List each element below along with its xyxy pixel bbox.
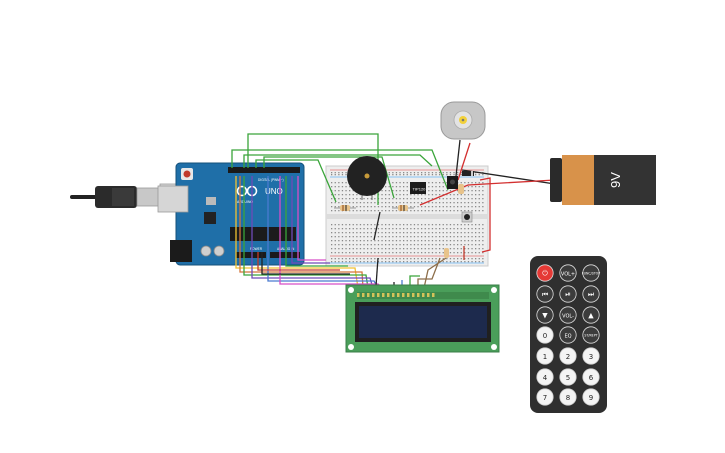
remote-button-16[interactable]: 4: [536, 368, 554, 386]
ir-receiver[interactable]: [447, 176, 458, 189]
remote-button-label: 6: [589, 374, 594, 382]
arduino-uno-board[interactable]: UNO ARDUINO DIGITAL (PWM ~) POWER ANALOG…: [157, 162, 305, 266]
battery-label: 9V: [608, 172, 623, 188]
transistor-label: TIP120: [413, 187, 427, 192]
remote-button-label: ▼: [542, 311, 548, 319]
lcd-screen: [359, 306, 487, 338]
dc-motor[interactable]: [440, 101, 486, 140]
resistor-2[interactable]: [392, 205, 414, 211]
tip120-transistor[interactable]: TIP120: [410, 182, 426, 194]
remote-button-19[interactable]: 7: [536, 388, 554, 406]
remote-button-21[interactable]: 9: [582, 388, 600, 406]
remote-button-label: EQ: [564, 333, 571, 339]
remote-button-18[interactable]: 6: [582, 368, 600, 386]
analog-header: [270, 252, 300, 258]
remote-button-3[interactable]: FUNC/STOP: [582, 264, 600, 282]
remote-button-label: ⏭: [588, 290, 595, 298]
remote-button-13[interactable]: 1: [536, 347, 554, 365]
remote-button-9[interactable]: ▲: [582, 306, 600, 324]
remote-button-8[interactable]: VOL-: [559, 306, 577, 324]
remote-button-label: 5: [566, 374, 570, 382]
digital-label: DIGITAL (PWM ~): [258, 178, 284, 182]
remote-button-15[interactable]: 3: [582, 347, 600, 365]
battery-9v[interactable]: 9V: [550, 155, 656, 205]
remote-button-11[interactable]: EQ: [559, 326, 577, 344]
resistor-4[interactable]: [444, 248, 449, 258]
remote-button-20[interactable]: 8: [559, 388, 577, 406]
remote-button-label: 8: [566, 394, 570, 402]
remote-button-1[interactable]: ⏻: [536, 264, 554, 282]
remote-button-label: ⏮: [542, 290, 548, 298]
remote-button-10[interactable]: 0: [536, 326, 554, 344]
remote-button-17[interactable]: 5: [559, 368, 577, 386]
remote-button-label: ST/REPT: [584, 333, 597, 337]
digital-header: [228, 167, 300, 173]
remote-button-label: ⏯: [565, 290, 571, 298]
remote-button-2[interactable]: VOL+: [559, 264, 577, 282]
arduino-logo-text: ARDUINO: [237, 200, 253, 204]
remote-button-label: ⏻: [542, 269, 548, 277]
power-label: POWER: [250, 247, 263, 251]
resistor-1[interactable]: [334, 205, 356, 211]
remote-button-label: ▲: [588, 311, 594, 319]
remote-button-label: 7: [543, 394, 547, 402]
remote-button-label: VOL-: [562, 313, 574, 319]
arduino-brand: UNO: [265, 187, 283, 196]
remote-button-label: 2: [566, 353, 570, 361]
remote-button-label: FUNC/STOP: [582, 271, 600, 275]
remote-button-14[interactable]: 2: [559, 347, 577, 365]
piezo-buzzer[interactable]: [347, 156, 387, 200]
remote-button-label: 4: [543, 374, 548, 382]
remote-button-label: 0: [543, 332, 547, 340]
remote-button-5[interactable]: ⏯: [559, 285, 577, 303]
ir-remote[interactable]: ⏻ VOL+ FUNC/STOP ⏮ ⏯ ⏭ ▼ VOL- ▲ 0 EQ ST/REPT 1 2 3 4 5 6 7…: [530, 256, 607, 413]
remote-button-12[interactable]: ST/REPT: [582, 326, 600, 344]
remote-button-label: VOL+: [561, 271, 575, 277]
lcd-display[interactable]: [345, 284, 500, 353]
power-header: [236, 252, 266, 258]
diode[interactable]: [462, 171, 474, 176]
resistor-3[interactable]: [458, 184, 464, 194]
remote-button-label: 3: [589, 353, 593, 361]
remote-button-6[interactable]: ⏭: [582, 285, 600, 303]
remote-button-7[interactable]: ▼: [536, 306, 554, 324]
remote-button-4[interactable]: ⏮: [536, 285, 554, 303]
remote-button-label: 9: [589, 394, 593, 402]
wires[interactable]: [231, 133, 556, 289]
remote-button-label: 1: [543, 353, 547, 361]
reset-button[interactable]: [183, 170, 191, 178]
push-button[interactable]: [461, 211, 473, 223]
